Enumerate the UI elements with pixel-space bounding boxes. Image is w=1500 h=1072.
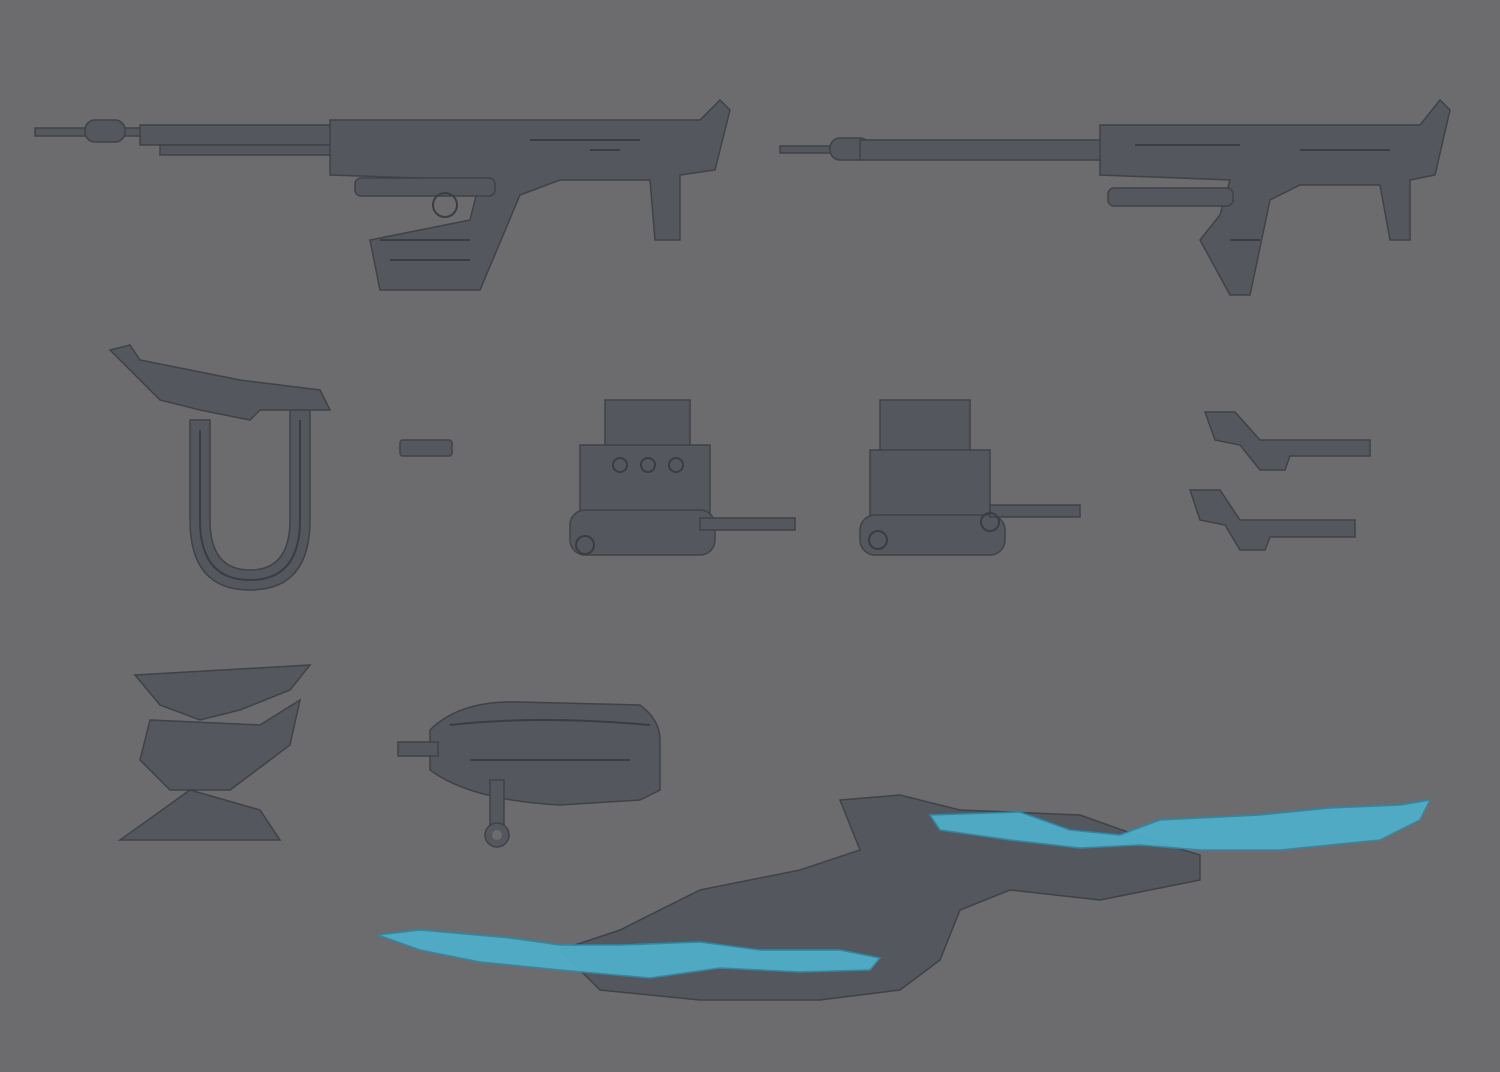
cannon: [397, 701, 661, 848]
mount-brackets: [1188, 411, 1371, 551]
launcher-pod-a: [569, 399, 796, 556]
small-connector: [399, 439, 453, 457]
wing-frame-parts: [117, 664, 312, 841]
smg-with-feed-loop: [108, 344, 332, 591]
twin-energy-blade: [377, 794, 1432, 1001]
launcher-pod-b: [859, 399, 1081, 556]
rifle-large: [34, 98, 731, 291]
rifle-compact: [779, 98, 1451, 296]
